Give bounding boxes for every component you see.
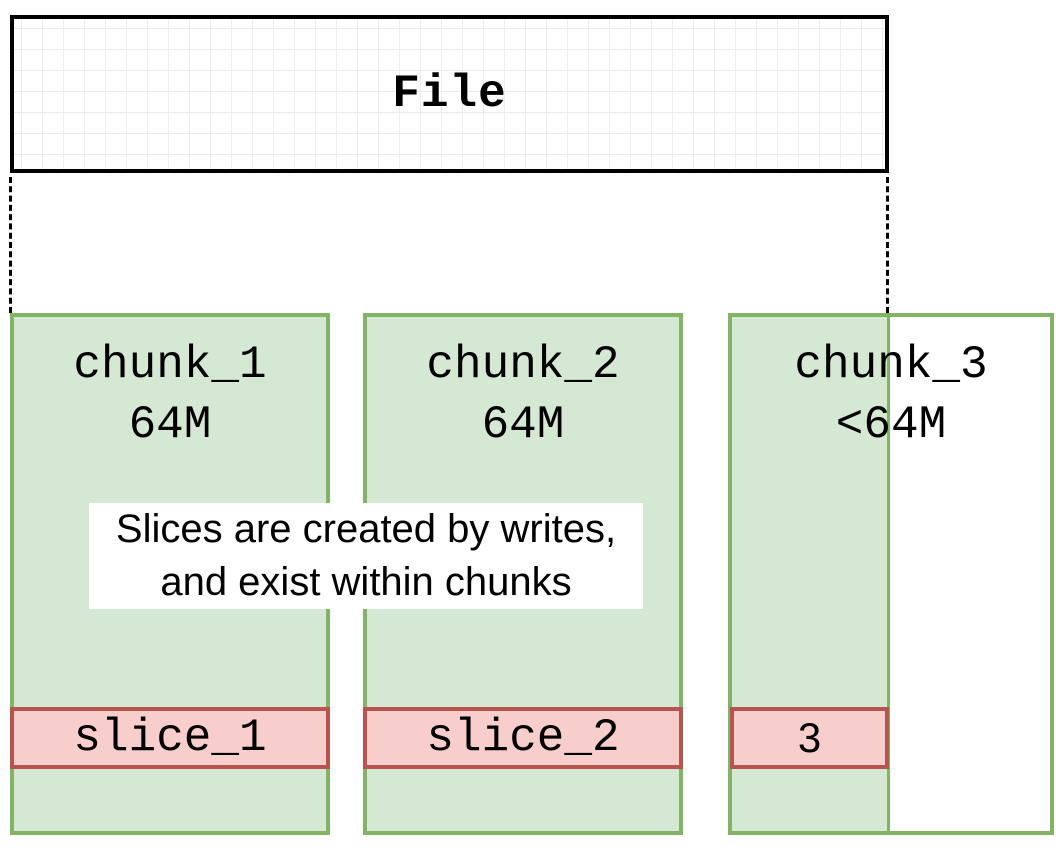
chunk-1-size: 64M: [128, 399, 212, 451]
chunk-3-name: chunk_3: [794, 339, 988, 391]
dashed-connector-left: [9, 177, 12, 313]
annotation-label: Slices are created by writes, and exist …: [89, 503, 643, 609]
file-box: File: [10, 15, 889, 173]
chunk-3-title: chunk_3 <64M: [732, 317, 1050, 455]
chunk-1-title: chunk_1 64M: [14, 317, 326, 455]
chunk-2-size: 64M: [481, 399, 565, 451]
chunk-2-title: chunk_2 64M: [367, 317, 679, 455]
chunk-2-name: chunk_2: [426, 339, 620, 391]
chunk-1-name: chunk_1: [73, 339, 267, 391]
file-label: File: [392, 68, 507, 120]
annotation-line-2: and exist within chunks: [160, 560, 572, 604]
chunk-3-size: <64M: [835, 399, 947, 451]
slice-1-box: slice_1: [10, 707, 330, 769]
slice-2-box: slice_2: [363, 707, 683, 769]
dashed-connector-right: [886, 177, 889, 313]
annotation-line-1: Slices are created by writes,: [115, 507, 617, 551]
slice-3-box: 3: [730, 707, 889, 769]
